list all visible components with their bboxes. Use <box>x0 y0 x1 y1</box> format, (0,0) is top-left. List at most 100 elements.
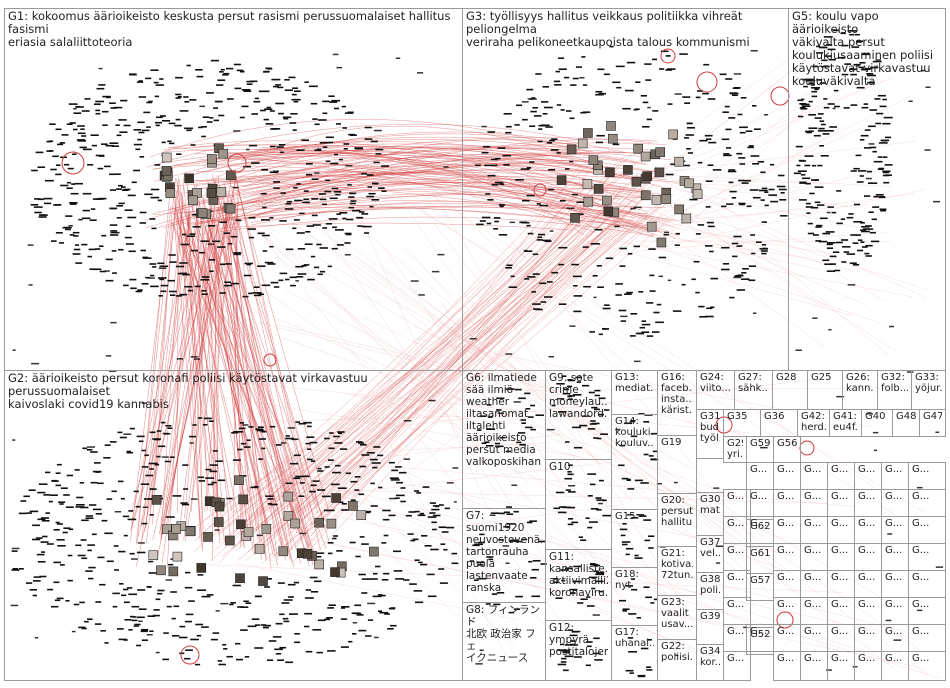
group-cell[interactable]: G... <box>773 597 801 625</box>
group-g29[interactable]: G29: yri... <box>723 436 747 463</box>
group-cell[interactable]: G... <box>881 516 909 544</box>
group-g59[interactable]: G59 <box>746 436 774 463</box>
group-cell[interactable]: G... <box>773 624 801 652</box>
group-g33[interactable]: G33: yöjur... <box>911 370 946 410</box>
group-g37[interactable]: G37: vel... <box>696 535 724 573</box>
group-g31[interactable]: G31: bud... työl... <box>696 409 724 459</box>
group-cell[interactable]: G... <box>800 624 828 652</box>
group-g1[interactable]: G1: kokoomus äärioikeisto keskusta persu… <box>4 8 463 371</box>
group-g17[interactable]: G17: uhanal... <box>611 625 658 681</box>
group-cell[interactable]: G... <box>773 489 801 517</box>
group-cell[interactable]: G... <box>773 516 801 544</box>
group-cell[interactable]: G... <box>827 489 855 517</box>
group-cell[interactable]: G... <box>746 516 774 544</box>
group-cell[interactable]: G... <box>773 570 801 598</box>
group-cell[interactable]: G... <box>908 651 946 681</box>
group-cell[interactable]: G... <box>827 570 855 598</box>
group-cell[interactable]: G... <box>854 651 882 681</box>
group-cell[interactable]: G... <box>723 597 751 625</box>
group-cell[interactable]: G... <box>881 489 909 517</box>
group-cell[interactable]: G... <box>800 516 828 544</box>
group-cell[interactable]: G... <box>908 462 946 490</box>
group-g3[interactable]: G3: työllisyys hallitus veikkaus politii… <box>462 8 789 371</box>
group-cell[interactable]: G... <box>854 597 882 625</box>
group-cell[interactable]: G... <box>908 597 946 625</box>
group-cell[interactable]: G... <box>827 651 855 681</box>
group-cell[interactable]: G... <box>773 462 801 490</box>
group-g28[interactable]: G28 <box>772 370 808 410</box>
group-g22[interactable]: G22: poliisi... <box>657 639 697 681</box>
group-cell[interactable]: G... <box>800 462 828 490</box>
group-cell[interactable]: G... <box>908 489 946 517</box>
group-g6[interactable]: G6: ilmatiede sää ilmiö weather iltasano… <box>462 370 546 509</box>
group-cell[interactable]: G... <box>723 543 751 571</box>
group-cell[interactable]: G... <box>773 651 801 681</box>
group-g14[interactable]: G14: kouluki... kouluv... <box>611 414 658 510</box>
group-g16[interactable]: G16: faceb... insta... kärist... <box>657 370 697 436</box>
group-g20[interactable]: G20: persut hallitu... <box>657 493 697 547</box>
group-g38[interactable]: G38: poli... <box>696 572 724 610</box>
group-g7[interactable]: G7: suomi1920 neuvostovenä... tartonrauh… <box>462 508 546 603</box>
group-cell[interactable]: G... <box>881 462 909 490</box>
group-g5[interactable]: G5: koulu vapo äärioikeisto väkivalta pe… <box>788 8 946 371</box>
group-g30[interactable]: G30: mat... <box>696 492 724 536</box>
group-g26[interactable]: G26: kann... <box>842 370 878 410</box>
group-cell[interactable]: G... <box>854 624 882 652</box>
group-cell[interactable]: G... <box>854 489 882 517</box>
group-g24[interactable]: G24: viito... <box>696 370 735 410</box>
group-g10[interactable]: G10 <box>545 459 612 550</box>
group-cell[interactable]: G... <box>854 543 882 571</box>
group-g23[interactable]: G23: vaalit usav... <box>657 595 697 640</box>
group-g15[interactable]: G15 <box>611 509 658 568</box>
group-cell[interactable]: G... <box>800 651 828 681</box>
group-g47[interactable]: G47 <box>919 409 946 437</box>
group-cell[interactable]: G... <box>881 570 909 598</box>
group-cell[interactable]: G... <box>881 597 909 625</box>
group-g13[interactable]: G13: mediat... <box>611 370 658 415</box>
group-cell[interactable]: G... <box>908 570 946 598</box>
group-cell[interactable]: G... <box>908 624 946 652</box>
group-cell[interactable]: G... <box>827 462 855 490</box>
group-g56[interactable]: G56 <box>773 436 801 463</box>
group-g48[interactable]: G48 <box>892 409 920 437</box>
group-g11[interactable]: G11: kansalliste... aktiivimalli2 korona… <box>545 549 612 621</box>
group-cell[interactable]: G... <box>800 543 828 571</box>
group-cell[interactable]: G... <box>746 624 774 652</box>
group-cell[interactable]: G... <box>800 570 828 598</box>
group-cell[interactable]: G... <box>746 489 774 517</box>
group-cell[interactable]: G... <box>908 516 946 544</box>
group-g27[interactable]: G27: sähk... <box>734 370 773 410</box>
group-g39[interactable]: G39 <box>696 609 724 645</box>
group-g32[interactable]: G32: folb... <box>877 370 912 410</box>
group-g42[interactable]: G42: herd... <box>797 409 830 437</box>
group-cell[interactable]: G... <box>827 597 855 625</box>
group-cell[interactable]: G... <box>800 489 828 517</box>
group-g40[interactable]: G40 <box>861 409 893 437</box>
group-cell[interactable]: G... <box>908 543 946 571</box>
group-cell[interactable]: G... <box>800 597 828 625</box>
group-cell[interactable]: G... <box>854 516 882 544</box>
group-g8[interactable]: G8: フィンランド 北欧 政治家 フェ イクニュース <box>462 602 546 681</box>
group-g25[interactable]: G25 <box>807 370 843 410</box>
group-g12[interactable]: G12: ympyrä postitalojen <box>545 620 612 681</box>
group-cell[interactable]: G... <box>723 570 751 598</box>
group-g41[interactable]: G41: eu4f... <box>829 409 862 437</box>
group-g18[interactable]: G18: nyt <box>611 567 658 626</box>
group-g36[interactable]: G36 <box>760 409 798 437</box>
group-cell[interactable]: G... <box>827 516 855 544</box>
group-g34[interactable]: G34: kor... <box>696 644 724 681</box>
group-g35[interactable]: G35 <box>723 409 761 437</box>
group-cell[interactable]: G... <box>854 570 882 598</box>
group-cell[interactable]: G... <box>881 624 909 652</box>
group-g2[interactable]: G2: äärioikeisto persut koronafi poliisi… <box>4 370 463 681</box>
group-cell[interactable]: G... <box>746 462 774 490</box>
group-g9[interactable]: G9: sote crime moneylau... lawandord... <box>545 370 612 460</box>
group-cell[interactable]: G... <box>827 624 855 652</box>
group-cell[interactable]: G... <box>854 462 882 490</box>
group-cell[interactable]: G... <box>773 543 801 571</box>
group-g21[interactable]: G21: kotiva... 72tun... <box>657 546 697 596</box>
group-g19[interactable]: G19 <box>657 435 697 494</box>
group-cell[interactable]: G... <box>881 543 909 571</box>
group-cell[interactable]: G... <box>827 543 855 571</box>
group-cell[interactable]: G... <box>723 651 751 681</box>
